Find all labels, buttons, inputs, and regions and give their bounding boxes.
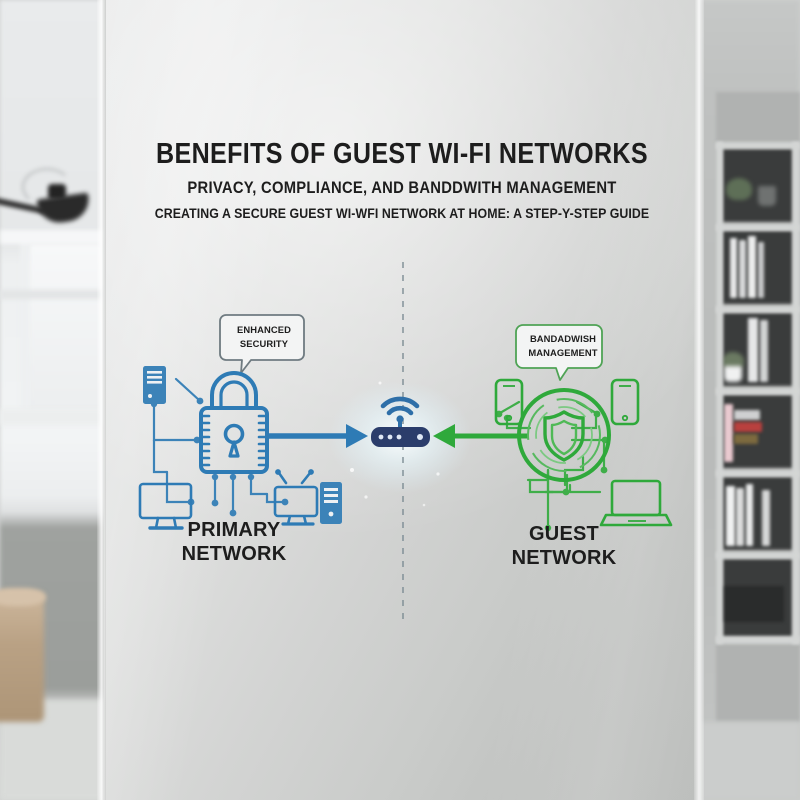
guest-network-label-line1: GUEST — [529, 523, 599, 545]
link-node — [247, 473, 255, 481]
link-node — [600, 466, 608, 474]
shelf-upright — [716, 142, 723, 644]
link-node — [229, 509, 237, 517]
right-floor — [700, 722, 800, 800]
shelf-divider — [716, 552, 800, 559]
callout-shape — [219, 314, 305, 374]
primary-network-label-line2: NETWORK — [182, 543, 287, 565]
primary-network-label-line1: PRIMARY — [188, 519, 281, 541]
book — [760, 320, 768, 382]
book — [726, 486, 735, 546]
laptop-icon — [599, 479, 673, 527]
wifi-waves — [380, 396, 420, 416]
bandwidth-management-callout: BANDADWISH MANAGEMENT — [515, 324, 603, 381]
callout-shape — [515, 324, 603, 381]
desktop-tower-icon — [143, 366, 166, 404]
guest-network-label-line2: NETWORK — [512, 547, 617, 569]
callout-line-1: BANDADWISH — [530, 333, 596, 344]
book — [734, 422, 762, 432]
link-node — [593, 410, 601, 418]
shield-icon — [543, 410, 585, 462]
shelf-divider — [716, 306, 800, 313]
guest-to-router-arrow — [433, 424, 528, 448]
window-header — [0, 230, 104, 244]
book — [746, 484, 753, 546]
shelf-divider — [716, 224, 800, 231]
shelf-divider — [716, 636, 800, 644]
lamp-cable — [22, 168, 72, 206]
sparkle — [364, 495, 368, 499]
wicker-stool-top — [0, 588, 46, 606]
shelf-divider — [716, 142, 800, 149]
glass-left-edge — [97, 0, 106, 800]
shelf-plant — [726, 178, 752, 200]
link-node — [544, 524, 552, 532]
television-icon — [273, 469, 319, 526]
padlock-ridges — [201, 414, 267, 467]
window-mullion — [20, 240, 29, 410]
shelf-divider — [716, 470, 800, 477]
guest-network-group: BANDADWISH MANAGEMENT — [433, 324, 673, 569]
callout-line-1: ENHANCED — [237, 324, 291, 335]
primary-links — [152, 377, 285, 514]
sparkle — [436, 472, 440, 476]
book — [758, 242, 764, 298]
book — [748, 318, 758, 382]
book — [736, 488, 744, 546]
book — [762, 490, 770, 546]
link-node — [562, 488, 570, 496]
desktop-monitor-icon — [138, 482, 193, 530]
window-sill — [0, 409, 104, 425]
link-node — [211, 473, 219, 481]
book — [739, 240, 746, 298]
window-pane — [28, 243, 104, 411]
shield-hub — [517, 388, 611, 482]
link-node — [281, 498, 289, 506]
page-title: BENEFITS OF GUEST WI-FI NETWORKS — [156, 138, 648, 170]
book — [734, 434, 758, 444]
router-power-led — [417, 434, 423, 440]
wifi-router-icon — [371, 396, 430, 447]
shelf-vase — [758, 186, 776, 206]
router-led — [378, 434, 384, 440]
link-node — [211, 499, 219, 507]
shelf-box — [722, 586, 784, 622]
callout-line-2: MANAGEMENT — [528, 347, 597, 358]
shelf-divider — [716, 388, 800, 395]
shelf-upright — [792, 142, 800, 644]
sparkle — [350, 468, 354, 472]
window-crossbar — [0, 290, 104, 299]
shelf-plant — [722, 352, 744, 370]
smartphone-icon — [494, 378, 524, 426]
page-tagline: CREATING A SECURE GUEST WI-WFI NETWORK A… — [154, 205, 650, 222]
book — [730, 238, 737, 298]
callout-line-2: SECURITY — [240, 338, 289, 349]
sparkle — [378, 381, 382, 385]
plant-pot — [724, 366, 742, 382]
glass-right-edge — [694, 0, 704, 800]
primary-to-router-arrow — [268, 424, 368, 448]
link-node — [229, 473, 237, 481]
sparkle — [422, 503, 426, 507]
router-led — [387, 434, 393, 440]
router-led — [396, 434, 402, 440]
enhanced-security-callout: ENHANCED SECURITY — [219, 314, 305, 374]
link-node — [193, 436, 201, 444]
link-node — [196, 397, 204, 405]
wicker-stool — [0, 592, 44, 722]
padlock-icon — [199, 371, 269, 474]
heading-block: BENEFITS OF GUEST WI-FI NETWORKS PRIVACY… — [104, 140, 700, 221]
pc-tower-icon — [320, 482, 342, 524]
book — [724, 404, 733, 462]
page-subtitle: PRIVACY, COMPLIANCE, AND BANDDWITH MANAG… — [187, 177, 617, 197]
guest-links — [498, 400, 606, 530]
book — [734, 410, 760, 420]
smartphone-icon — [610, 378, 640, 426]
book — [748, 236, 756, 298]
primary-network-group: ENHANCED SECURITY — [138, 314, 368, 565]
